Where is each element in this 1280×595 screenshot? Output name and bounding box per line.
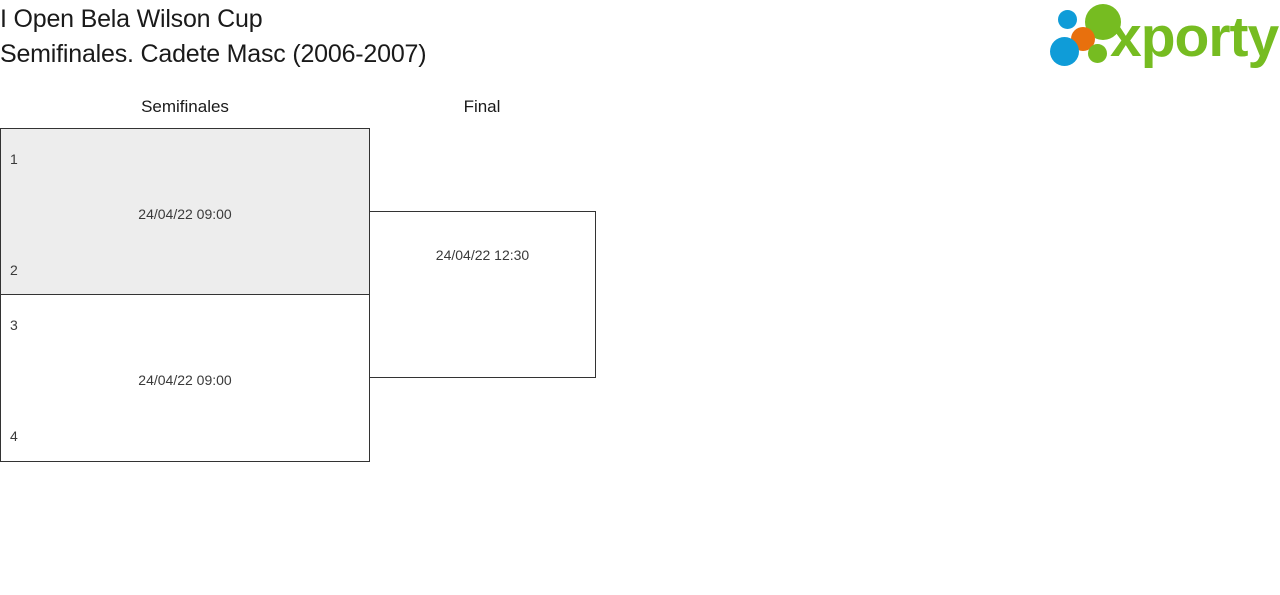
tournament-bracket: Semifinales Final 1 24/04/22 09:00 2 3 2… bbox=[0, 85, 1280, 485]
match-semifinal-2[interactable]: 3 24/04/22 09:00 4 bbox=[0, 294, 370, 462]
logo-dots-icon bbox=[1050, 4, 1122, 70]
logo-dot-green-small-icon bbox=[1088, 44, 1107, 63]
page-title: I Open Bela Wilson Cup Semifinales. Cade… bbox=[0, 0, 900, 72]
match-final[interactable]: 24/04/22 12:30 bbox=[369, 211, 596, 378]
logo-dot-blue-large-icon bbox=[1050, 37, 1079, 66]
page-header: I Open Bela Wilson Cup Semifinales. Cade… bbox=[0, 0, 1280, 80]
match-semifinal-1-competitor-top: 1 bbox=[10, 151, 18, 167]
match-semifinal-2-time: 24/04/22 09:00 bbox=[138, 372, 232, 388]
match-semifinal-2-competitor-top: 3 bbox=[10, 317, 18, 333]
logo-wordmark: xporty bbox=[1110, 5, 1279, 69]
logo-dot-blue-small-icon bbox=[1058, 10, 1077, 29]
tournament-phase-category: Semifinales. Cadete Masc (2006-2007) bbox=[0, 40, 427, 68]
round-header-final: Final bbox=[463, 97, 501, 116]
match-semifinal-2-competitor-bottom: 4 bbox=[10, 428, 18, 444]
tournament-name: I Open Bela Wilson Cup bbox=[0, 5, 263, 33]
match-semifinal-1-time: 24/04/22 09:00 bbox=[138, 206, 232, 222]
match-semifinal-1-competitor-bottom: 2 bbox=[10, 262, 18, 278]
xporty-logo: xporty bbox=[1042, 2, 1279, 72]
match-semifinal-1[interactable]: 1 24/04/22 09:00 2 bbox=[0, 128, 370, 295]
round-header-semifinales: Semifinales bbox=[141, 97, 229, 116]
match-final-time: 24/04/22 12:30 bbox=[435, 247, 530, 263]
